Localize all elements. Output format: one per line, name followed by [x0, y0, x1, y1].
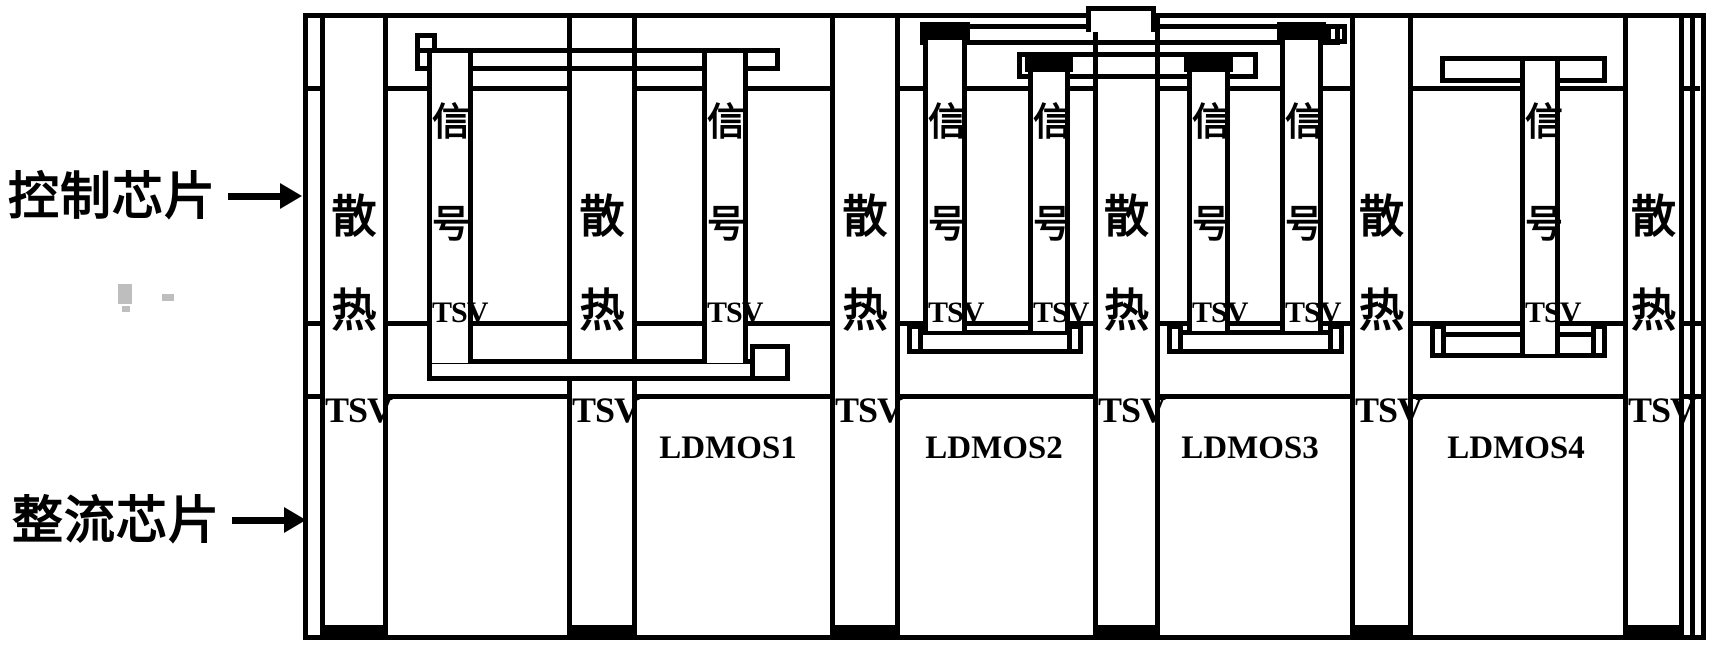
heat-column-tsv-label: TSV [1355, 390, 1423, 430]
signal-tsv-bar-1: 信 号 TSV [427, 53, 488, 363]
rectifier-chip-label: 整流芯片 [12, 491, 221, 549]
signal-char: 信 [1033, 102, 1072, 144]
heat-column-char: 热 [579, 285, 625, 336]
heat-tsv-column-3: 散 热 TSV [830, 18, 903, 635]
heat-column-char: 热 [1103, 285, 1149, 336]
signal-tsv-label: TSV [1192, 296, 1248, 329]
heat-column-char: 热 [1630, 285, 1676, 336]
signal-tsv-bar-4: 信 号 TSV [1028, 57, 1089, 331]
via-landing-pad [920, 22, 970, 40]
signal-char: 号 [1192, 204, 1231, 246]
ldmos2-bottom-trace-lip [907, 324, 923, 354]
top-layer-boundary-line [308, 86, 1700, 91]
signal-tsv-label: TSV [707, 296, 763, 329]
signal-char: 号 [928, 204, 967, 246]
arrow-right-icon [232, 507, 307, 533]
arrow-right-icon [228, 183, 303, 209]
signal-tsv-bar-2: 信 号 TSV [702, 53, 763, 363]
signal-tsv-bar-3: 信 号 TSV [923, 29, 984, 331]
ldmos2-3-lower-cross-trace [1017, 52, 1258, 79]
ldmos3-bottom-trace-lip [1167, 324, 1183, 354]
ldmos3-bottom-trace [1167, 330, 1344, 354]
ldmos4-label: LDMOS4 [1447, 430, 1585, 466]
heat-column-char: 散 [842, 191, 888, 242]
signal-char: 信 [1525, 102, 1564, 144]
signal-tsv-label: TSV [1285, 296, 1341, 329]
ldmos1-top-trace [415, 48, 780, 71]
ldmos3-label: LDMOS3 [1181, 430, 1319, 466]
signal-char: 号 [707, 204, 746, 246]
print-artifact [118, 282, 178, 316]
signal-char: 信 [432, 102, 471, 144]
heat-column-tsv-label: TSV [1628, 390, 1696, 430]
signal-char: 信 [1285, 102, 1324, 144]
heat-column-char: 散 [579, 191, 625, 242]
heat-column-char: 热 [842, 285, 888, 336]
signal-char: 号 [1033, 204, 1072, 246]
heat-column-char: 散 [1630, 191, 1676, 242]
heat-column-char: 散 [331, 191, 377, 242]
heat-tsv-column-2: 散 热 TSV [567, 18, 640, 635]
heat-tsv-column-1: 散 热 TSV [320, 18, 393, 635]
upper-trace-end-hook [1326, 24, 1347, 44]
control-chip-active-boundary-line [303, 321, 1706, 326]
rectifier-chip-annotation: 整流芯片 [12, 490, 307, 550]
signal-char: 号 [1525, 204, 1564, 246]
signal-char: 信 [1192, 102, 1231, 144]
ldmos1-label: LDMOS1 [659, 430, 797, 466]
signal-tsv-label: TSV [1033, 296, 1089, 329]
signal-tsv-label: TSV [1525, 296, 1581, 329]
heat-column-char: 散 [1358, 191, 1404, 242]
heat-column-char: 热 [331, 285, 377, 336]
ldmos4-bottom-trace-lip [1591, 324, 1607, 358]
ldmos2-bottom-trace-lip [1067, 324, 1083, 354]
control-chip-annotation: 控制芯片 [8, 166, 303, 226]
via-landing-pad [1184, 54, 1233, 72]
right-edge-inner-line [1690, 13, 1695, 640]
heat-tsv-column-6: 散 热 TSV [1623, 18, 1696, 635]
signal-tsv-label: TSV [432, 296, 488, 329]
top-edge-pad-bump [1086, 6, 1156, 32]
ldmos4-bottom-trace-lip [1430, 324, 1446, 358]
heat-tsv-column-4: 散 热 TSV [1093, 18, 1166, 635]
heat-column-tsv-label: TSV [835, 390, 903, 430]
heat-column-char: 散 [1103, 191, 1149, 242]
signal-char: 信 [928, 102, 967, 144]
ldmos2-label: LDMOS2 [925, 430, 1063, 466]
signal-tsv-bar-7: 信 号 TSV [1520, 61, 1581, 354]
heat-column-tsv-label: TSV [572, 390, 640, 430]
signal-char: 号 [432, 204, 471, 246]
ldmos1-bottom-trace-hook [750, 344, 790, 381]
chip-bonding-interface-line [303, 394, 1706, 399]
via-landing-pad [1025, 54, 1073, 72]
signal-tsv-bar-5: 信 号 TSV [1187, 57, 1248, 331]
signal-char: 信 [707, 102, 746, 144]
heat-column-tsv-label: TSV [325, 390, 393, 430]
signal-tsv-label: TSV [928, 296, 984, 329]
via-landing-pad [1277, 22, 1326, 40]
signal-char: 号 [1285, 204, 1324, 246]
heat-column-tsv-label: TSV [1098, 390, 1166, 430]
heat-column-char: 热 [1358, 285, 1404, 336]
ldmos4-bottom-trace [1430, 332, 1607, 358]
ldmos2-bottom-trace [907, 330, 1083, 354]
ldmos3-bottom-trace-lip [1328, 324, 1344, 354]
heat-tsv-column-5: 散 热 TSV [1350, 18, 1423, 635]
control-chip-label: 控制芯片 [8, 167, 217, 225]
signal-tsv-bar-6: 信 号 TSV [1280, 29, 1341, 331]
die-outline [303, 13, 1706, 640]
